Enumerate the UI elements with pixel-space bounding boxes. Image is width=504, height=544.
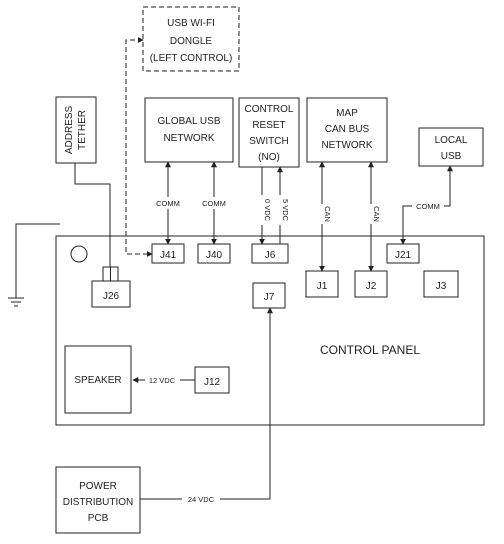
local-usb-line-2: USB	[441, 151, 462, 162]
control-reset-switch-line-2: RESET	[252, 120, 285, 131]
wifi-dongle-link	[125, 37, 153, 257]
connector-j21-label: J21	[395, 250, 412, 261]
control-reset-switch-box	[238, 97, 300, 168]
power-distribution-pcb-line-3: PCB	[88, 513, 109, 524]
usb-wifi-dongle-line-1: USB WI-FI	[167, 18, 215, 29]
comm-local-label-bg	[412, 200, 444, 212]
global-usb-network-box	[144, 97, 234, 163]
map-can-bus-network-box	[306, 97, 388, 163]
global-usb-network-line-2: NETWORK	[163, 133, 214, 144]
can-label-bg-2	[365, 204, 377, 224]
usb-wifi-dongle-line-2: DONGLE	[170, 36, 213, 47]
connector-j1-label: J1	[317, 281, 328, 292]
control-reset-switch-line-4: (NO)	[258, 152, 280, 163]
connector-j7	[252, 282, 286, 309]
connector-j41-label: J41	[160, 250, 177, 261]
connector-j7-label: J7	[264, 292, 275, 303]
twelve-vdc-label: 12 VDC	[149, 376, 176, 385]
power-wire-to-j7	[220, 307, 273, 500]
connector-j3	[423, 270, 459, 298]
can-label-1: CAN	[323, 206, 332, 222]
five-vdc-label-bg	[274, 195, 286, 225]
address-tether-wire	[74, 163, 111, 267]
global-usb-network-line-1: GLOBAL USB	[158, 116, 221, 127]
can-label-2: CAN	[372, 206, 381, 222]
connector-j6	[251, 243, 289, 264]
control-reset-switch-line-1: CONTROL	[245, 104, 294, 115]
local-usb-line-1: LOCAL	[435, 135, 468, 146]
map-can-bus-network-line-1: MAP	[336, 108, 358, 119]
power-distribution-pcb-line-2: DISTRIBUTION	[63, 497, 134, 508]
power-distribution-pcb-line-1: POWER	[79, 481, 117, 492]
speaker-label: SPEAKER	[74, 375, 121, 386]
comm-label-right: COMM	[202, 199, 226, 208]
can-label-bg-1	[316, 204, 328, 224]
twenty-four-vdc-label: 24 VDC	[188, 495, 215, 504]
comm-label-bg-right	[198, 197, 230, 209]
connector-j26-label: J26	[103, 291, 120, 302]
connector-j40-label: J40	[206, 250, 223, 261]
usb-wifi-dongle-box	[142, 6, 240, 72]
usb-wifi-dongle-line-3: (LEFT CONTROL)	[150, 53, 233, 64]
address-tether-line-2: TETHER	[77, 110, 88, 150]
control-reset-switch-line-3: SWITCH	[249, 136, 288, 147]
five-vdc-label: 5 VDC	[281, 199, 290, 222]
ground-wire	[15, 223, 60, 298]
connector-j3-label: J3	[436, 281, 447, 292]
address-tether-box	[55, 96, 97, 164]
connector-j12	[194, 366, 230, 394]
control-panel-label: CONTROL PANEL	[320, 343, 420, 357]
connector-j6-label: J6	[265, 250, 276, 261]
connector-j2	[354, 270, 388, 298]
connector-j1	[305, 270, 339, 298]
connector-j26	[91, 280, 131, 308]
comm-local-label: COMM	[416, 202, 440, 211]
power-distribution-pcb-box	[55, 466, 141, 534]
zero-vdc-label: 0 VDC	[263, 199, 272, 222]
address-tether-line-1: ADDRESS	[64, 106, 75, 155]
connector-j12-label: J12	[204, 377, 221, 388]
comm-label-left: COMM	[156, 199, 180, 208]
speaker-box	[64, 345, 132, 414]
map-can-bus-network-line-3: NETWORK	[321, 140, 372, 151]
ground-terminal-icon	[70, 245, 88, 263]
zero-vdc-label-bg	[256, 195, 268, 225]
comm-label-bg-left	[152, 197, 184, 209]
connector-j2-label: J2	[366, 281, 377, 292]
map-can-bus-network-line-2: CAN BUS	[325, 124, 370, 135]
